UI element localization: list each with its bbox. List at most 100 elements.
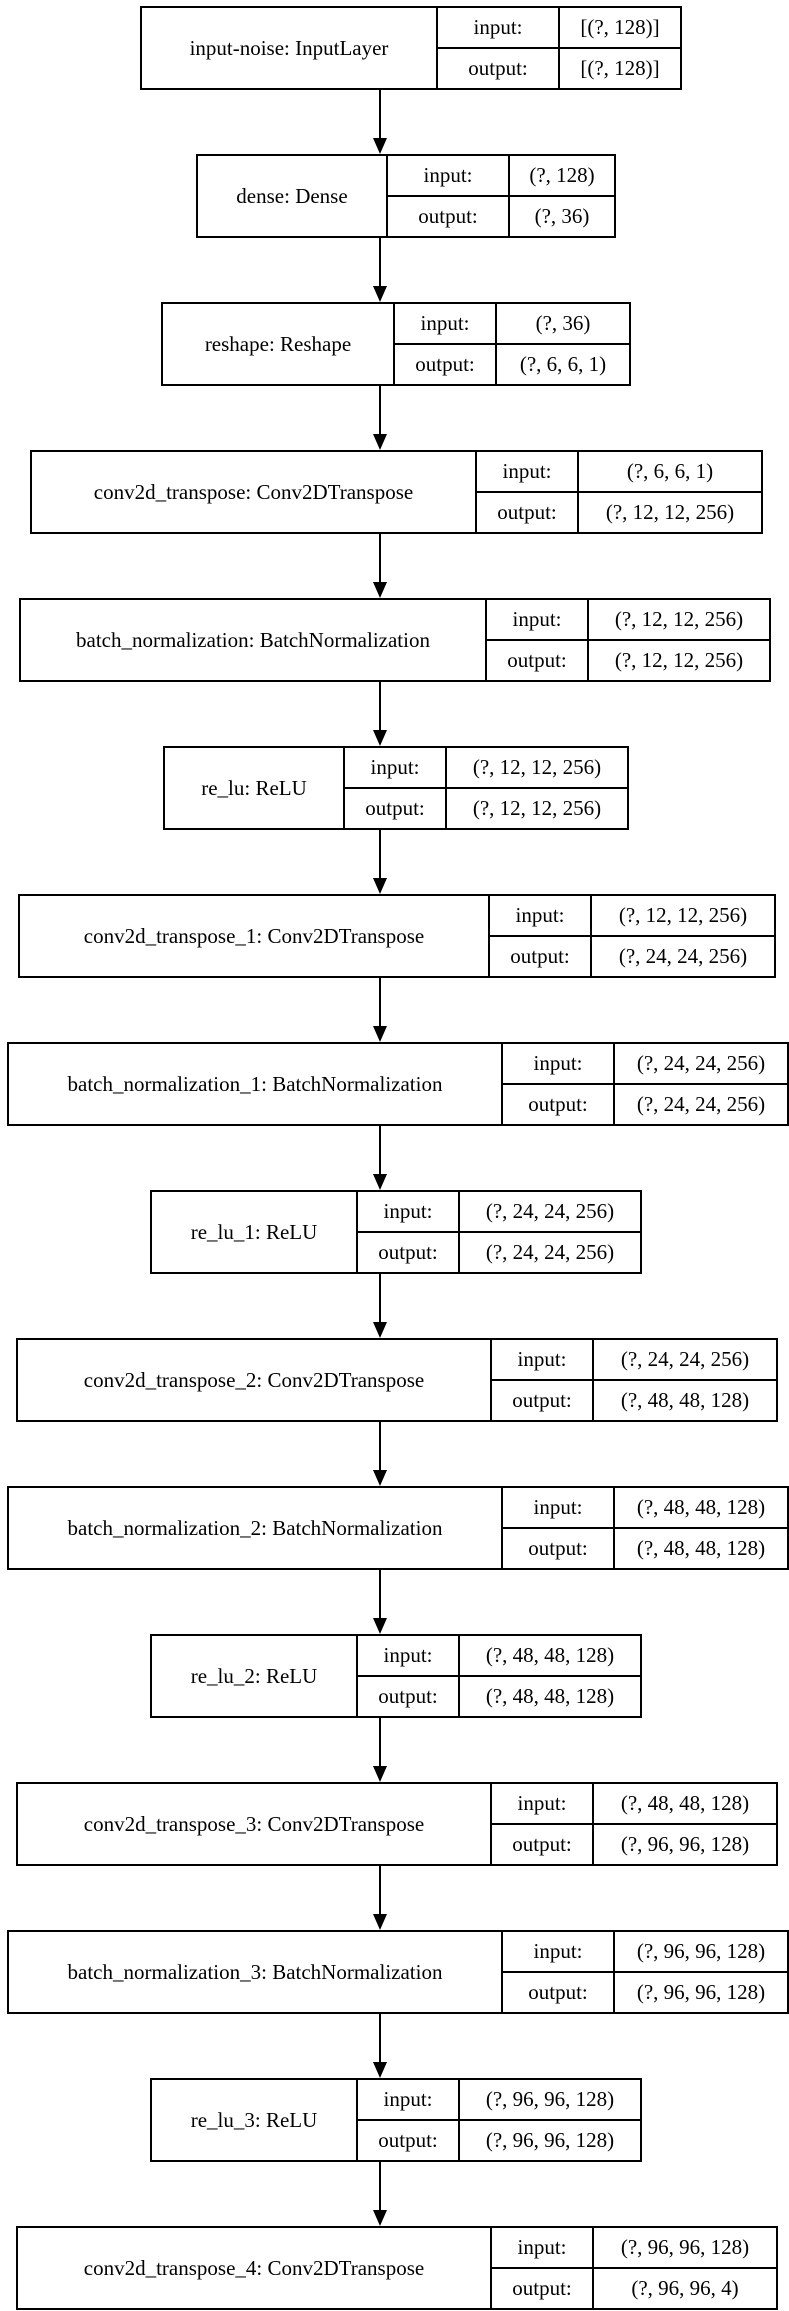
input-label: input: — [358, 1636, 458, 1677]
output-shape: (?, 12, 12, 256) — [614, 648, 744, 672]
layer-name: re_lu_3: ReLU — [152, 2080, 358, 2160]
layer-name: conv2d_transpose_2: Conv2DTranspose — [18, 1340, 492, 1420]
input-shape: (?, 24, 24, 256) — [615, 1044, 787, 1085]
io-shape-column: (?, 36) (?, 6, 6, 1) — [497, 304, 629, 384]
io-shape-column: (?, 96, 96, 128) (?, 96, 96, 128) — [460, 2080, 640, 2160]
io-label-column: input: output: — [503, 1488, 615, 1568]
output-label: output: — [365, 796, 425, 820]
flow-arrow — [373, 1126, 387, 1190]
output-shape: (?, 96, 96, 128) — [636, 1980, 766, 2004]
input-label: input: — [490, 896, 590, 937]
io-label-column: input: output: — [438, 8, 560, 88]
layer-node: batch_normalization_2: BatchNormalizatio… — [7, 1486, 789, 1570]
flow-arrow — [373, 1718, 387, 1782]
input-shape: (?, 128) — [510, 156, 614, 197]
io-shape-column: (?, 24, 24, 256)(?, 24, 24, 256) — [460, 1192, 640, 1272]
layer-name: dense: Dense — [198, 156, 388, 236]
input-label: input: — [358, 2080, 458, 2121]
io-label-column: input: output: — [492, 1340, 594, 1420]
io-shape-column: [(?, 128)] [(?, 128)] — [560, 8, 680, 88]
layer-name: batch_normalization_3: BatchNormalizatio… — [9, 1932, 503, 2012]
output-shape: (?, 24, 24, 256) — [636, 1092, 766, 1116]
layer-name: conv2d_transpose_4: Conv2DTranspose — [18, 2228, 492, 2308]
output-label: output: — [528, 1092, 588, 1116]
output-shape: (?, 12, 12, 256) — [472, 796, 602, 820]
layer-name: re_lu_1: ReLU — [152, 1192, 358, 1272]
output-label: output: — [378, 1240, 438, 1264]
io-label-column: input:output: — [388, 156, 510, 236]
layer-node: batch_normalization_3: BatchNormalizatio… — [7, 1930, 789, 2014]
input-label: input: — [492, 1340, 592, 1381]
input-shape: (?, 48, 48, 128) — [460, 1636, 640, 1677]
output-shape: (?, 6, 6, 1) — [519, 352, 607, 376]
output-shape: [(?, 128)] — [580, 56, 660, 80]
io-shape-column: (?, 12, 12, 256) (?, 12, 12, 256) — [447, 748, 627, 828]
input-label: input: — [438, 8, 558, 49]
output-label: output: — [468, 56, 528, 80]
output-shape: (?, 96, 96, 4) — [631, 2276, 739, 2300]
input-shape: (?, 24, 24, 256) — [460, 1192, 640, 1233]
input-label: input: — [503, 1044, 613, 1085]
layer-name: input-noise: InputLayer — [142, 8, 438, 88]
input-label: input: — [503, 1488, 613, 1529]
input-shape: [(?, 128)] — [560, 8, 680, 49]
input-shape: (?, 12, 12, 256) — [589, 600, 769, 641]
flow-arrow — [373, 2014, 387, 2078]
layer-node: batch_normalization_1: BatchNormalizatio… — [7, 1042, 789, 1126]
io-shape-column: (?, 48, 48, 128) (?, 48, 48, 128) — [460, 1636, 640, 1716]
io-shape-column: (?, 24, 24, 256)(?, 48, 48, 128) — [594, 1340, 776, 1420]
io-shape-column: (?, 6, 6, 1)(?, 12, 12, 256) — [579, 452, 761, 532]
flow-arrow — [373, 830, 387, 894]
output-label: output: — [497, 500, 557, 524]
io-shape-column: (?, 12, 12, 256) (?, 12, 12, 256) — [589, 600, 769, 680]
layer-name: conv2d_transpose_3: Conv2DTranspose — [18, 1784, 492, 1864]
output-shape: (?, 48, 48, 128) — [485, 1684, 615, 1708]
io-label-column: input:output: — [492, 2228, 594, 2308]
output-label: output: — [415, 352, 475, 376]
flow-arrow — [373, 2162, 387, 2226]
io-shape-column: (?, 96, 96, 128)(?, 96, 96, 128) — [615, 1932, 787, 2012]
io-label-column: input: output: — [358, 1636, 460, 1716]
flow-arrow — [373, 978, 387, 1042]
io-label-column: input:output: — [358, 2080, 460, 2160]
io-label-column: input:output: — [358, 1192, 460, 1272]
input-shape: (?, 48, 48, 128) — [615, 1488, 787, 1529]
flow-arrow — [373, 682, 387, 746]
flow-arrow — [373, 90, 387, 154]
layer-name: batch_normalization_1: BatchNormalizatio… — [9, 1044, 503, 1124]
input-shape: (?, 12, 12, 256) — [447, 748, 627, 789]
flow-arrow — [373, 1866, 387, 1930]
output-label: output: — [378, 1684, 438, 1708]
io-label-column: input:output: — [503, 1932, 615, 2012]
output-label: output: — [510, 944, 570, 968]
io-shape-column: (?, 48, 48, 128)(?, 96, 96, 128) — [594, 1784, 776, 1864]
output-label: output: — [512, 1388, 572, 1412]
input-shape: (?, 36) — [497, 304, 629, 345]
input-label: input: — [395, 304, 495, 345]
layer-name: re_lu: ReLU — [165, 748, 345, 828]
input-label: input: — [487, 600, 587, 641]
input-shape: (?, 12, 12, 256) — [592, 896, 774, 937]
input-shape: (?, 96, 96, 128) — [460, 2080, 640, 2121]
output-shape: (?, 96, 96, 128) — [485, 2128, 615, 2152]
input-label: input: — [492, 2228, 592, 2269]
output-label: output: — [528, 1536, 588, 1560]
output-shape: (?, 36) — [534, 204, 590, 228]
io-shape-column: (?, 12, 12, 256)(?, 24, 24, 256) — [592, 896, 774, 976]
flow-arrow — [373, 1422, 387, 1486]
output-label: output: — [507, 648, 567, 672]
io-label-column: input: output: — [490, 896, 592, 976]
io-shape-column: (?, 24, 24, 256) (?, 24, 24, 256) — [615, 1044, 787, 1124]
input-label: input: — [503, 1932, 613, 1973]
layer-name: reshape: Reshape — [163, 304, 395, 384]
